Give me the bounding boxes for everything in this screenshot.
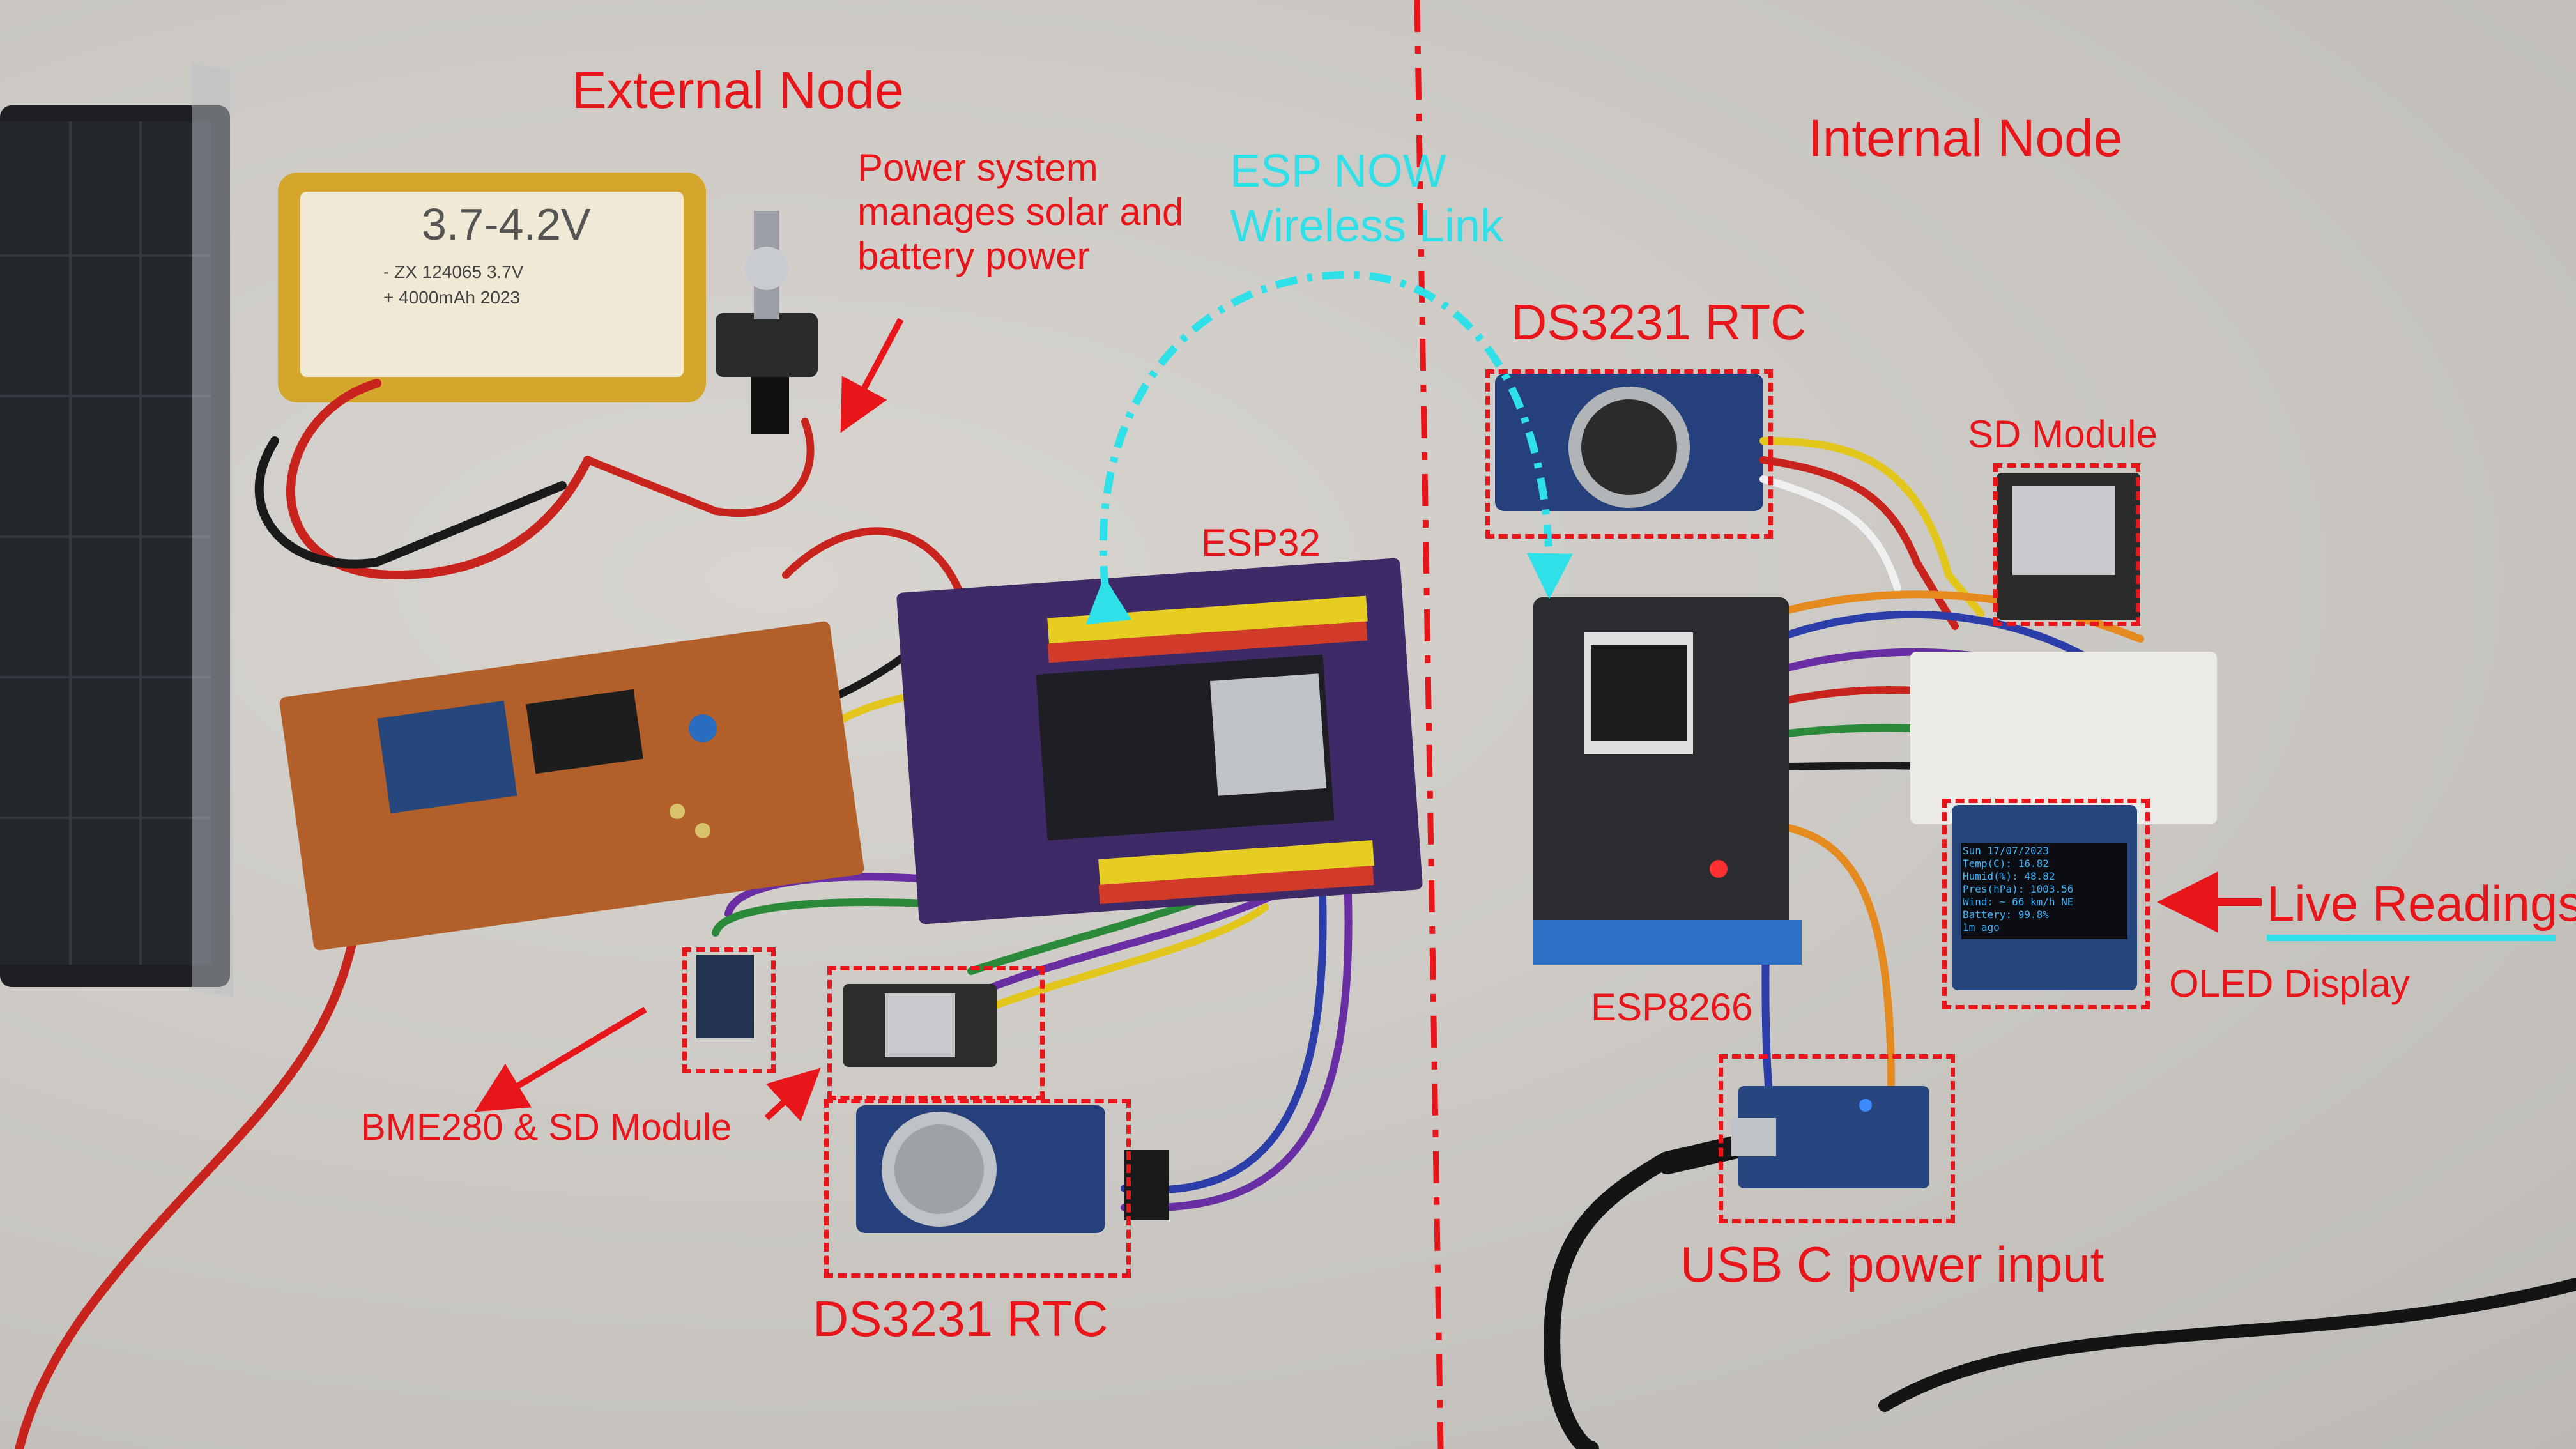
- bme280-sd-label: BME280 & SD Module: [361, 1107, 732, 1148]
- rtc-internal-label: DS3231 RTC: [1511, 294, 1807, 350]
- usb-c-charger: [1731, 1086, 1929, 1188]
- battery-text-line1: - ZX 124065 3.7V: [383, 262, 524, 282]
- oled-line: Pres(hPa): 1003.56: [1963, 883, 2074, 895]
- battery-text-line2: + 4000mAh 2023: [383, 288, 520, 307]
- protoboard: [279, 621, 864, 951]
- power-system-label: Power system manages solar and battery p…: [857, 146, 1184, 277]
- node-divider-line: [1414, 0, 1444, 1449]
- rtc-external-label: DS3231 RTC: [813, 1291, 1108, 1347]
- lipo-battery: 3.7-4.2V - ZX 124065 3.7V + 4000mAh 2023: [278, 172, 706, 402]
- external-node-label: External Node: [572, 61, 904, 119]
- rtc-external-highlight: [824, 1099, 1131, 1278]
- oled-line: Wind: ~ 66 km/h NE: [1963, 896, 2074, 908]
- power-system-arrow: [840, 318, 904, 433]
- battery-handwriting: 3.7-4.2V: [422, 199, 591, 249]
- oled-line: Sun 17/07/2023: [1963, 845, 2049, 857]
- oled-display: [1952, 805, 2137, 990]
- esp8266-label: ESP8266: [1591, 986, 1753, 1029]
- rtc-module-internal: [1495, 374, 1763, 511]
- oled-display-label: OLED Display: [2169, 962, 2410, 1005]
- sd-external-highlight: [827, 966, 1045, 1100]
- sd-module-internal: [1997, 473, 2140, 620]
- bme280-sensor: [696, 955, 754, 1038]
- usb-c-highlight: [1719, 1054, 1955, 1223]
- esp8266-board: [1533, 597, 1802, 965]
- breadboard: [1910, 652, 2217, 824]
- usb-c-label: USB C power input: [1680, 1236, 2104, 1292]
- esp32-board: [896, 558, 1423, 924]
- toggle-switch: [716, 211, 818, 434]
- sd-module-arrow: [764, 1068, 821, 1122]
- solar-panel: [0, 64, 233, 997]
- bme280-arrow: [474, 1006, 647, 1112]
- wireless-link-arrow: [1085, 270, 1573, 625]
- oled-line: Battery: 99.8%: [1963, 908, 2049, 921]
- esp32-label: ESP32: [1201, 521, 1321, 564]
- sd-internal-label: SD Module: [1968, 413, 2158, 456]
- oled-screen-text: Sun 17/07/2023 Temp(C): 16.82 Humid(%): …: [1963, 845, 2128, 939]
- rtc-internal-highlight: [1485, 369, 1773, 539]
- rtc-module-external: [856, 1105, 1169, 1233]
- oled-line: 1m ago: [1963, 921, 2000, 933]
- live-readings-label: Live Readings: [2267, 875, 2576, 931]
- sd-internal-highlight: [1993, 463, 2140, 626]
- oled-highlight: [1942, 799, 2150, 1009]
- internal-node-label: Internal Node: [1808, 109, 2123, 167]
- oled-line: Temp(C): 16.82: [1963, 857, 2049, 870]
- oled-line: Humid(%): 48.82: [1963, 870, 2055, 882]
- esp-now-label: ESP NOW Wireless Link: [1230, 146, 1504, 252]
- bme280-highlight: [682, 947, 776, 1073]
